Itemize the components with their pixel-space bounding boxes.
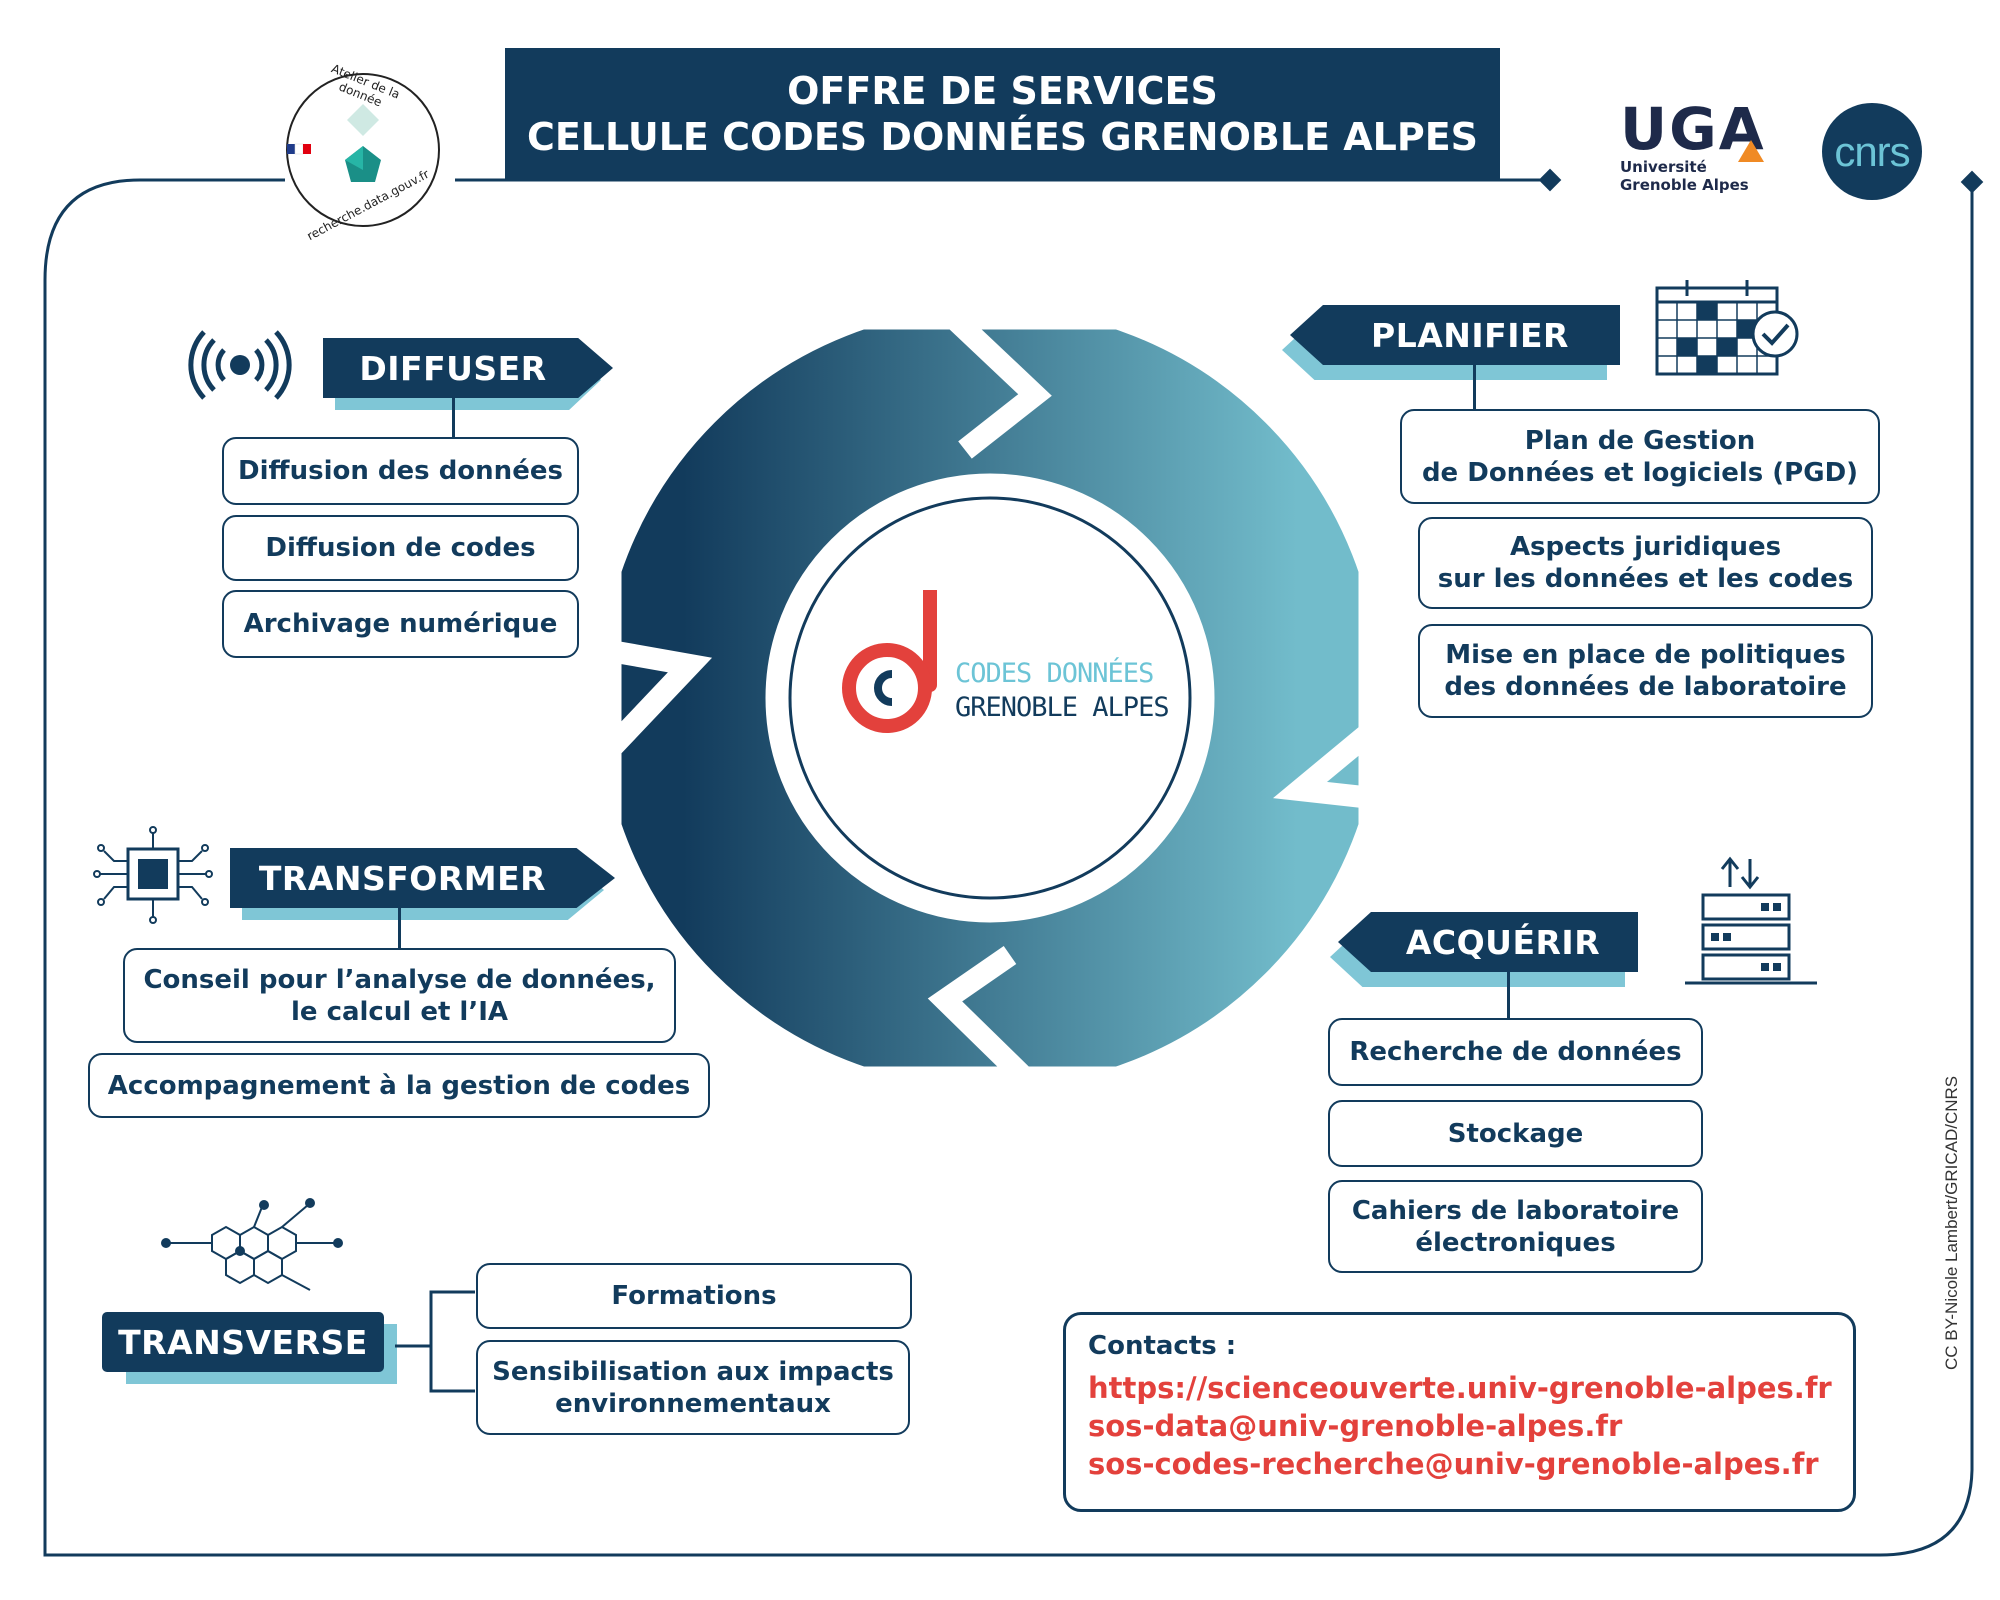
planifier-item-2-line-2: sur les données et les codes bbox=[1437, 564, 1854, 594]
contacts-heading: Contacts : bbox=[1088, 1331, 1237, 1361]
transformer-item-1-line-1: Conseil pour l’analyse de données, bbox=[143, 964, 656, 995]
planifier-label: PLANIFIER bbox=[1371, 315, 1569, 355]
transformer-connector bbox=[398, 907, 401, 949]
server-transfer-icon bbox=[1685, 856, 1817, 985]
planifier-item-3-line-1: Mise en place de politiques bbox=[1445, 640, 1846, 670]
contact-email-codes[interactable]: sos-codes-recherche@univ-grenoble-alpes.… bbox=[1088, 1447, 1819, 1481]
transverse-item-1-text: Formations bbox=[611, 1281, 777, 1311]
page-title: OFFRE DE SERVICES CELLULE CODES DONNÉES … bbox=[505, 48, 1500, 180]
diffuser-item-3-text: Archivage numérique bbox=[243, 609, 558, 639]
contacts-box: Contacts : https://scienceouverte.univ-g… bbox=[1063, 1312, 1856, 1512]
transverse-connector bbox=[395, 1290, 475, 1393]
uga-sub-2: Grenoble Alpes bbox=[1620, 176, 1749, 194]
acquerir-item-3-line-1: Cahiers de laboratoire bbox=[1351, 1195, 1680, 1226]
broadcast-icon bbox=[188, 330, 292, 400]
planifier-item-3-line-2: des données de laboratoire bbox=[1444, 672, 1847, 702]
center-line-2: GRENOBLE ALPES bbox=[955, 692, 1170, 723]
transformer-item-1-line-2: le calcul et l’IA bbox=[290, 996, 509, 1027]
transformer-label: TRANSFORMER bbox=[258, 858, 547, 898]
uga-sub-1: Université bbox=[1620, 158, 1707, 176]
contact-url-link[interactable]: https://scienceouverte.univ-grenoble-alp… bbox=[1088, 1371, 1832, 1405]
transformer-item-2-text: Accompagnement à la gestion de codes bbox=[107, 1070, 691, 1101]
planifier-item-2-line-1: Aspects juridiques bbox=[1509, 532, 1782, 562]
planifier-connector bbox=[1473, 365, 1476, 410]
center-line-1: CODES DONNÉES bbox=[955, 658, 1154, 689]
acquerir-label: ACQUÉRIR bbox=[1405, 922, 1601, 962]
title-line-2: CELLULE CODES DONNÉES GRENOBLE ALPES bbox=[526, 115, 1479, 159]
chip-icon bbox=[93, 826, 213, 924]
acquerir-item-1-text: Recherche de données bbox=[1349, 1037, 1682, 1067]
acquerir-item-1: Recherche de données bbox=[1328, 1018, 1703, 1086]
acquerir-item-2-text: Stockage bbox=[1447, 1118, 1584, 1149]
category-diffuser: DIFFUSER bbox=[323, 338, 613, 410]
planifier-item-1-line-2: de Données et logiciels (PGD) bbox=[1421, 457, 1859, 488]
diffuser-item-2-text: Diffusion de codes bbox=[265, 533, 536, 563]
cnrs-text: cnrs bbox=[1834, 127, 1910, 175]
transverse-label: TRANSVERSE bbox=[118, 1322, 368, 1362]
transverse-item-2: Sensibilisation aux impacts environnemen… bbox=[476, 1340, 910, 1435]
category-planifier: PLANIFIER bbox=[1282, 305, 1622, 380]
diffuser-item-1: Diffusion des données bbox=[222, 437, 579, 505]
credit-text: CC BY-Nicole Lambert/GRICAD/CNRS bbox=[1942, 1075, 1961, 1370]
category-acquerir: ACQUÉRIR bbox=[1330, 912, 1640, 987]
diffuser-item-2: Diffusion de codes bbox=[222, 515, 579, 581]
contact-email-data[interactable]: sos-data@univ-grenoble-alpes.fr bbox=[1088, 1409, 1623, 1443]
diffuser-connector bbox=[452, 398, 455, 438]
transverse-item-2-line-2: environnementaux bbox=[555, 1388, 831, 1419]
acquerir-item-2: Stockage bbox=[1328, 1100, 1703, 1167]
transformer-item-2: Accompagnement à la gestion de codes bbox=[88, 1053, 710, 1118]
category-transverse: TRANSVERSE bbox=[102, 1312, 397, 1384]
planifier-item-2: Aspects juridiques sur les données et le… bbox=[1418, 517, 1873, 609]
cycle-ring bbox=[600, 308, 1380, 1088]
diffuser-label: DIFFUSER bbox=[359, 348, 547, 388]
planifier-item-3: Mise en place de politiques des données … bbox=[1418, 624, 1873, 718]
transformer-item-1: Conseil pour l’analyse de données, le ca… bbox=[123, 948, 676, 1043]
diffuser-item-1-text: Diffusion des données bbox=[238, 456, 563, 486]
title-line-1: OFFRE DE SERVICES bbox=[787, 69, 1218, 113]
transverse-item-2-line-1: Sensibilisation aux impacts bbox=[492, 1356, 894, 1387]
planifier-item-1: Plan de Gestion de Données et logiciels … bbox=[1400, 409, 1880, 504]
transverse-item-1: Formations bbox=[476, 1263, 912, 1329]
uga-logo: UGA Université Grenoble Alpes bbox=[1620, 100, 1790, 200]
molecule-network-icon bbox=[161, 1198, 343, 1291]
uga-main-text: UGA bbox=[1620, 95, 1766, 163]
planifier-item-1-line-1: Plan de Gestion bbox=[1524, 425, 1756, 456]
atelier-logo: Atelier de la donnée recherche.data.gouv… bbox=[283, 61, 443, 243]
acquerir-item-3: Cahiers de laboratoire électroniques bbox=[1328, 1180, 1703, 1273]
cnrs-logo: cnrs bbox=[1822, 103, 1922, 200]
codes-donnees-logo: CODES DONNÉES GRENOBLE ALPES bbox=[840, 583, 1170, 750]
acquerir-item-3-line-2: électroniques bbox=[1415, 1227, 1616, 1258]
acquerir-connector bbox=[1507, 972, 1510, 1019]
calendar-check-icon bbox=[1655, 280, 1799, 376]
category-transformer: TRANSFORMER bbox=[230, 848, 615, 920]
diffuser-item-3: Archivage numérique bbox=[222, 590, 579, 658]
